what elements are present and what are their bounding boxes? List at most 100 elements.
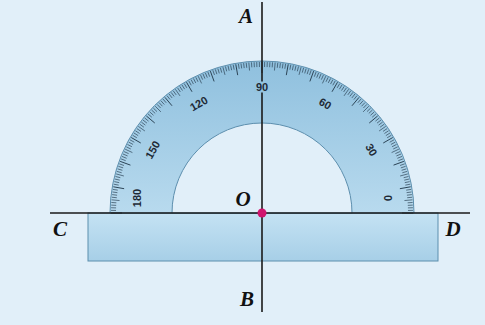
scale-tick [305,69,306,74]
point-label: C [53,219,67,240]
scale-tick [354,96,357,100]
scale-tick [272,62,273,67]
scale-tick [150,112,154,115]
scale-tick [383,129,387,132]
scale-tick [408,205,413,206]
scale-tick [314,72,316,77]
scale-tick [259,62,260,67]
scale-tick [297,66,298,71]
scale-tick [369,116,377,123]
scale-tick [225,66,226,71]
scale-tick [165,97,172,105]
scale-tick [369,110,373,113]
scale-tick [238,64,240,69]
scale-tick [408,210,413,211]
scale-tick [391,142,395,144]
scale-tick [218,69,219,74]
scale-tick [248,63,250,71]
scale-tick [379,122,383,125]
scale-tick [367,108,371,111]
scale-tick [220,68,221,73]
scale-tick [256,62,257,67]
scale-tick [319,74,321,79]
scale-tick [135,131,139,134]
scale-tick [392,149,399,152]
scale-tick [362,103,365,107]
scale-tick [322,76,325,83]
scale-tick [400,174,408,176]
scale-tick [407,191,412,193]
scale-tick [406,189,411,191]
scale-tick [215,69,217,74]
scale-tick [396,154,401,156]
scale-tick [326,77,328,82]
scale-tick [157,104,160,108]
scale-tick [407,197,412,199]
scale-tick [112,191,117,193]
scale-tick [203,74,205,79]
scale-tick [286,64,288,75]
scale-tick [299,67,301,75]
scale-tick [372,114,376,117]
scale-tick [405,182,410,183]
scale-tick [178,88,181,92]
scale-tick [171,92,174,96]
scale-tick [231,65,232,70]
scale-tick [342,86,345,90]
scale-tick [116,174,124,176]
scale-tick [344,88,347,92]
scale-tick [130,140,134,142]
scale-tick [112,197,117,199]
scale-tick [352,97,359,105]
scale-tick [210,71,214,81]
scale-tick [400,187,411,189]
scale-tick [405,184,410,186]
scale-number: 90 [254,82,270,93]
scale-tick [289,65,291,70]
scale-tick [131,138,141,144]
scale-tick [117,171,122,172]
scale-tick [153,108,157,111]
scale-tick [112,194,117,196]
scale-tick [140,124,144,127]
scale-tick [339,85,342,89]
scale-tick [387,135,391,138]
scale-tick [243,63,245,68]
scale-tick [386,133,390,136]
scale-tick [408,202,413,203]
scale-tick [264,62,265,67]
scale-tick [184,84,187,88]
scale-tick [182,85,185,89]
scale-tick [267,62,268,67]
scale-tick [397,156,402,158]
scale-tick [404,199,412,201]
scale-tick [114,184,119,186]
scale-tick [393,147,398,149]
scale-tick [404,176,409,177]
scale-tick [279,63,281,68]
scale-tick [377,120,381,123]
scale-tick [123,154,128,156]
point-label: A [239,6,253,27]
scale-tick [332,82,338,92]
scale-tick [134,133,138,136]
scale-tick [402,171,407,172]
scale-tick [213,70,215,75]
scale-tick [251,62,252,67]
scale-tick [394,161,404,165]
point-label: D [445,219,460,240]
scale-tick [115,179,120,180]
scale-tick [161,101,164,105]
scale-tick [348,91,351,95]
scale-tick [143,120,147,123]
scale-tick [331,80,333,84]
scale-tick [246,63,248,68]
scale-tick [115,176,120,177]
scale-tick [111,202,116,203]
scale-tick [233,65,235,70]
scale-tick [180,86,183,90]
line-ab [261,2,263,312]
scale-tick [198,76,201,83]
scale-tick [302,68,303,73]
